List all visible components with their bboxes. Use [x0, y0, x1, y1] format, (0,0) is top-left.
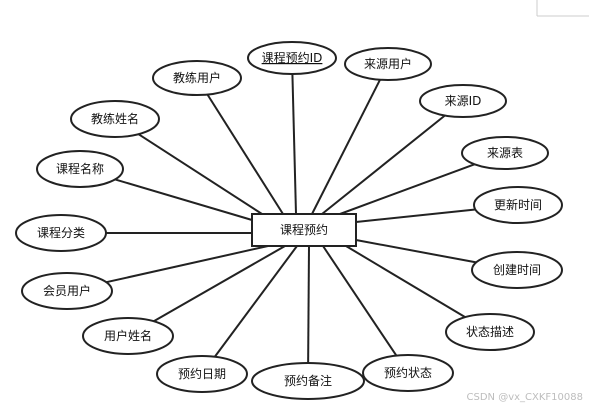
attribute-label: 更新时间 — [494, 197, 542, 212]
connector-line — [355, 208, 476, 223]
connector-line — [214, 245, 298, 358]
connector-line — [322, 245, 398, 357]
attribute-ellipse — [156, 355, 248, 393]
attribute-ellipse — [344, 47, 432, 81]
connector-line — [114, 178, 253, 221]
attribute-ellipse — [247, 41, 337, 75]
attribute-label: 课程名称 — [56, 161, 104, 176]
attribute-ellipse — [251, 362, 365, 400]
attribute-ellipse — [461, 136, 549, 170]
connector-line — [339, 163, 475, 215]
attribute-ellipse — [419, 84, 507, 118]
connector-line — [355, 239, 477, 264]
entity-box — [251, 213, 357, 247]
connector-line — [291, 73, 297, 215]
connector-line — [137, 133, 263, 215]
attribute-ellipse — [152, 60, 242, 96]
attribute-label: 预约备注 — [284, 373, 332, 388]
connector-line — [206, 93, 284, 215]
attribute-label: 创建时间 — [493, 263, 541, 277]
connector-line — [153, 245, 286, 323]
attribute-label: 教练姓名 — [91, 111, 139, 126]
attribute-label: 来源用户 — [364, 56, 412, 71]
attribute-label: 状态描述 — [466, 325, 514, 339]
attribute-ellipse — [70, 100, 160, 138]
attribute-label: 会员用户 — [43, 283, 91, 298]
connector-line — [321, 114, 446, 215]
primary-key-label: 课程预约ID — [262, 50, 323, 65]
attribute-ellipse — [445, 313, 535, 351]
attribute-label: 预约日期 — [178, 366, 226, 381]
attribute-label: 课程分类 — [37, 225, 85, 240]
attribute-label: 预约状态 — [384, 365, 432, 380]
attribute-label: 来源ID — [445, 94, 482, 108]
attribute-label: 教练用户 — [173, 70, 221, 85]
attribute-label: 用户姓名 — [104, 328, 152, 343]
connector-line — [106, 245, 269, 284]
attribute-ellipse — [21, 272, 113, 310]
connector-line — [345, 245, 466, 319]
attribute-label: 来源表 — [487, 146, 523, 160]
entity-label: 课程预约 — [280, 222, 328, 237]
connector-line — [311, 79, 381, 215]
attribute-ellipse — [15, 214, 107, 252]
attribute-ellipse — [36, 150, 124, 188]
watermark: CSDN @vx_CXKF10088 — [467, 392, 583, 403]
attribute-ellipse — [362, 354, 454, 392]
connector-line — [307, 245, 310, 364]
attribute-ellipse — [471, 251, 563, 289]
attribute-ellipse — [82, 317, 174, 355]
attribute-ellipse — [473, 186, 563, 224]
